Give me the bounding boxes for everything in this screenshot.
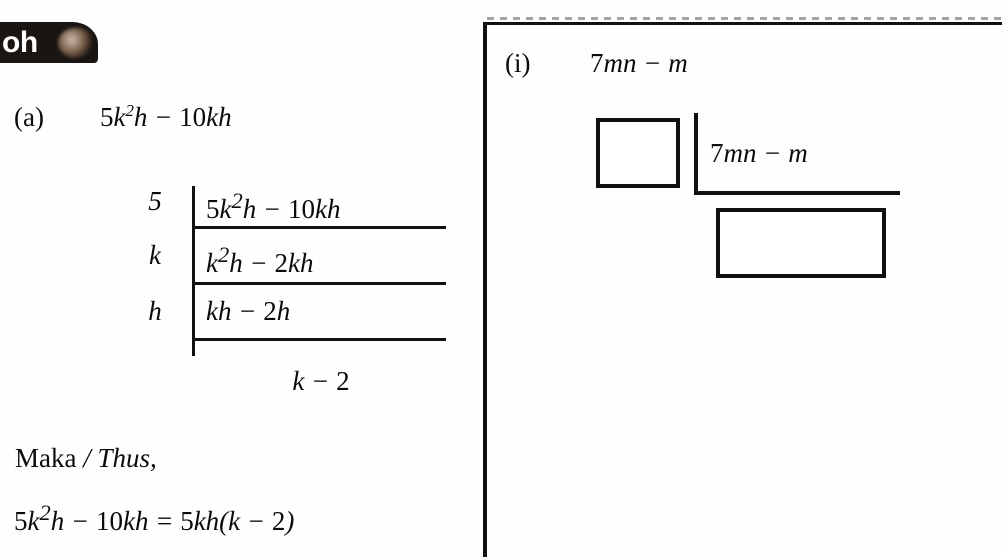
thus-separator: / <box>83 443 91 473</box>
part-label-a: (a) <box>14 102 44 132</box>
thus-label-english: Thus, <box>97 443 157 473</box>
ladder-dividend-3: kh − 2h <box>206 296 291 326</box>
thus-line: Maka / Thus, <box>15 443 157 473</box>
exercise-panel <box>483 22 1002 557</box>
ladder-vertical-line <box>192 186 195 356</box>
thus-label-malay: Maka <box>15 443 77 473</box>
ladder-rule-2 <box>193 282 446 285</box>
exercise-expression: 7mn − m <box>590 48 688 78</box>
exercise-ladder-rule <box>694 191 900 195</box>
example-expression: 5k2h − 10kh <box>100 101 232 132</box>
division-ladder-example: 5 5k2h − 10kh k k2h − 2kh h kh − 2h <box>130 186 450 356</box>
exercise-ladder-vertical-line <box>694 113 698 195</box>
ladder-rule-1 <box>193 226 446 229</box>
ladder-rule-3 <box>193 338 446 341</box>
ladder-dividend-2: k2h − 2kh <box>206 242 314 278</box>
quotient-answer-box[interactable] <box>716 208 886 278</box>
result-equation: 5k2h − 10kh = 5kh(k − 2) <box>14 500 295 536</box>
ladder-quotient: k − 2 <box>292 366 350 396</box>
exercise-dividend: 7mn − m <box>710 138 808 168</box>
part-label-i: (i) <box>505 48 531 78</box>
ladder-dividend-1: 5k2h − 10kh <box>206 188 341 224</box>
ladder-divisor-3: h <box>148 296 162 326</box>
divisor-answer-box[interactable] <box>596 118 680 188</box>
example-tab-label: oh <box>2 26 38 59</box>
example-tab: oh <box>0 22 98 63</box>
panel-top-edge-texture <box>487 17 1002 20</box>
ladder-divisor-1: 5 <box>148 186 162 216</box>
ladder-divisor-2: k <box>149 240 161 270</box>
